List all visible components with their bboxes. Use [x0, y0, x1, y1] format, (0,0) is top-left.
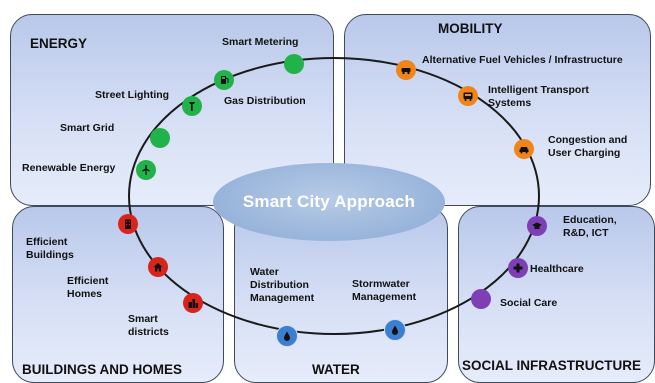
- gas-pump-icon: [221, 76, 229, 84]
- education-node: [527, 216, 547, 236]
- efficient-homes-node: [148, 257, 168, 277]
- stormwater-node: [384, 319, 406, 341]
- energy-title: ENERGY: [30, 36, 88, 51]
- healthcare-node: [508, 258, 528, 278]
- congestion-label: Congestion and User Charging: [548, 134, 628, 159]
- renewable-energy-label: Renewable Energy: [22, 162, 116, 174]
- building-icon: [125, 219, 131, 229]
- wind-turbine-icon: [142, 165, 150, 175]
- bus-icon: [463, 92, 473, 101]
- alt-fuel-label: Alternative Fuel Vehicles / Infrastructu…: [422, 54, 623, 66]
- street-lighting-node: [182, 96, 202, 116]
- water-distribution-label: Water Distribution Management: [250, 266, 315, 304]
- gas-distribution-label: Gas Distribution: [224, 95, 306, 107]
- ring-path: [128, 57, 540, 335]
- center-label: Smart City Approach: [242, 192, 416, 211]
- medical-icon: [513, 263, 523, 273]
- gas-distribution-node: [214, 70, 234, 90]
- renewable-energy-node: [136, 160, 156, 180]
- stormwater-label: Stormwater Management: [352, 278, 417, 303]
- social-care-label: Social Care: [500, 297, 558, 309]
- education-label: Education, R&D, ICT: [563, 214, 617, 239]
- water-title: WATER: [312, 362, 360, 377]
- vehicle-icon: [401, 68, 411, 75]
- healthcare-label: Healthcare: [530, 263, 584, 275]
- mobility-title: MOBILITY: [438, 21, 503, 36]
- street-lamp-icon: [189, 102, 195, 111]
- center-ellipse: Smart City Approach: [213, 163, 445, 241]
- smart-metering-label: Smart Metering: [222, 36, 299, 48]
- street-lighting-label: Street Lighting: [95, 89, 170, 101]
- smart-metering-node: [284, 54, 304, 74]
- house-icon: [153, 263, 163, 272]
- efficient-homes-label: Efficient Homes: [67, 275, 109, 300]
- district-icon: [188, 299, 198, 308]
- its-label: Intelligent Transport Systems: [488, 84, 589, 109]
- water-distribution-node: [276, 325, 298, 347]
- smart-grid-label: Smart Grid: [60, 122, 115, 134]
- social-care-node: [471, 289, 491, 309]
- water-drop-icon: [392, 325, 398, 335]
- smart-grid-node: [150, 128, 170, 148]
- graduation-icon: [532, 222, 542, 229]
- social-panel: [458, 206, 655, 383]
- congestion-node: [514, 139, 534, 159]
- smart-districts-node: [183, 293, 203, 313]
- car-icon: [519, 147, 529, 154]
- alt-fuel-node: [396, 60, 416, 80]
- water-drop-icon: [284, 331, 290, 341]
- social-title: SOCIAL INFRASTRUCTURE: [462, 358, 642, 373]
- efficient-buildings-label: Efficient Buildings: [26, 236, 74, 261]
- efficient-buildings-node: [118, 214, 138, 234]
- its-node: [458, 86, 478, 106]
- smart-districts-label: Smart districts: [128, 313, 169, 338]
- buildings-title: BUILDINGS AND HOMES: [22, 362, 183, 377]
